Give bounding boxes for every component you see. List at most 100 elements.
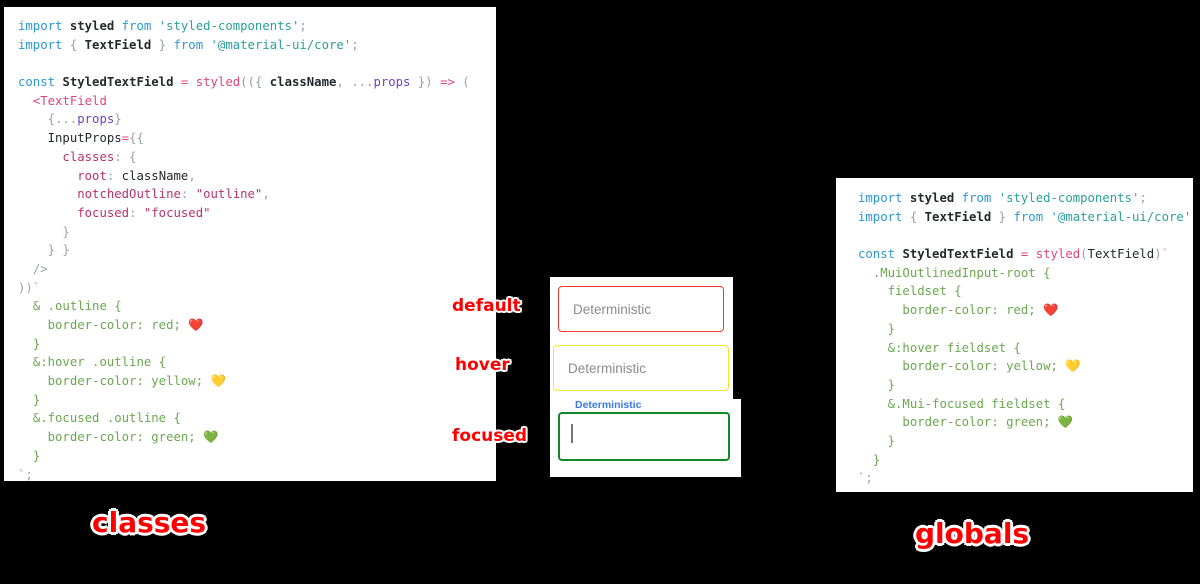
annotation-hover: hover [455, 355, 510, 375]
code-token [858, 284, 888, 298]
code-token: StyledTextField [62, 75, 174, 90]
code-line: } [858, 432, 1193, 451]
textfield-hover-value: Deterministic [568, 361, 647, 376]
code-token: : { [114, 149, 137, 164]
code-token: &:hover .outline { [32, 355, 167, 370]
code-token [858, 453, 873, 467]
code-line: import styled from 'styled-components'; [858, 189, 1193, 208]
code-token: ; [299, 19, 307, 33]
code-line: /> [18, 260, 496, 279]
code-token: } [887, 377, 896, 392]
code-token [902, 191, 909, 205]
code-token: styled [1035, 247, 1081, 262]
textfield-default[interactable]: Deterministic [558, 286, 724, 332]
code-line: &:hover .outline { [18, 353, 496, 372]
code-token: from [961, 191, 992, 205]
code-line [858, 226, 1193, 245]
code-token: notchedOutline [77, 187, 181, 202]
code-line: root: className, [18, 167, 496, 186]
code-line: `; [18, 466, 496, 482]
code-token [18, 262, 33, 276]
code-line: &:hover fieldset { [858, 339, 1193, 358]
code-token [62, 19, 69, 33]
caption-classes: classes [92, 506, 207, 539]
code-token: styled [909, 191, 955, 205]
code-line: &.focused .outline { [18, 409, 496, 428]
code-token: ( [454, 75, 470, 90]
code-token [954, 191, 961, 205]
code-token: 💛 [210, 374, 226, 389]
code-line: border-color: yellow; 💛 [18, 372, 496, 391]
code-token [18, 206, 77, 220]
code-token: = [180, 75, 189, 90]
code-token [188, 75, 195, 89]
code-token [858, 266, 873, 280]
code-line: {...props} [18, 110, 496, 129]
code-token [18, 150, 62, 164]
code-token: ; [351, 37, 359, 52]
code-token: focused [77, 205, 130, 220]
code-token [18, 374, 48, 388]
code-line: &.Mui-focused fieldset { [858, 395, 1193, 414]
textfield-hover[interactable]: Deterministic [553, 345, 729, 391]
code-token [902, 210, 909, 224]
code-token: => [440, 75, 455, 90]
code-token: <TextField [32, 93, 107, 108]
annotation-focused: focused [452, 426, 528, 446]
code-token: root [77, 168, 107, 183]
code-token: `; [858, 471, 873, 486]
code-line: border-color: red; ❤️ [18, 316, 496, 335]
globals-code-panel: import styled from 'styled-components';i… [836, 178, 1193, 492]
code-token [18, 337, 33, 351]
code-token: ) [1154, 247, 1162, 262]
code-token: ❤️ [188, 318, 204, 332]
code-token: className [121, 168, 189, 183]
code-token [174, 75, 181, 89]
textfield-focused-label: Deterministic [571, 399, 646, 411]
textfield-focused[interactable] [558, 412, 730, 461]
code-line: import { TextField } from '@material-ui/… [18, 36, 496, 55]
code-token: border-color: yellow; [902, 359, 1066, 374]
code-line: } [18, 335, 496, 354]
code-line [18, 54, 496, 73]
code-line: classes: { [18, 148, 496, 167]
code-token [18, 430, 48, 444]
code-token: className [269, 75, 337, 90]
code-token [858, 341, 888, 355]
code-token: "outline" [195, 187, 263, 202]
code-token: import [18, 37, 63, 52]
code-token: (({ [240, 75, 270, 90]
code-token: : [180, 187, 196, 202]
code-token: } [62, 224, 70, 239]
code-token: } [991, 209, 1007, 224]
code-token: ... [351, 75, 374, 90]
code-line: ))` [18, 279, 496, 298]
code-line: border-color: red; ❤️ [858, 301, 1193, 320]
code-line: focused: "focused" [18, 204, 496, 223]
code-line: .MuiOutlinedInput-root { [858, 264, 1193, 283]
code-token: border-color: green; [902, 415, 1058, 430]
code-token: : [129, 205, 144, 220]
code-line: notchedOutline: "outline", [18, 185, 496, 204]
code-token [1028, 247, 1035, 261]
code-token: classes [62, 149, 115, 164]
code-token: props [373, 75, 411, 90]
code-token [18, 187, 77, 201]
code-token [203, 38, 210, 52]
code-token [18, 94, 33, 108]
code-token: from [121, 19, 152, 33]
code-token [18, 355, 33, 369]
code-token: , [262, 187, 270, 202]
code-token: ; [1139, 191, 1147, 205]
code-token [18, 225, 62, 239]
code-token: : [106, 168, 122, 183]
code-token: props [77, 112, 115, 127]
code-token: '@material-ui/core' [210, 37, 352, 52]
classes-code-body: import styled from 'styled-components';i… [18, 17, 496, 481]
code-token [1014, 247, 1021, 261]
text-caret-icon [571, 424, 573, 443]
code-token [18, 112, 48, 126]
code-token: &:hover fieldset { [887, 340, 1021, 355]
code-token: = [1020, 247, 1029, 262]
code-token: &.Mui-focused fieldset { [887, 396, 1066, 411]
